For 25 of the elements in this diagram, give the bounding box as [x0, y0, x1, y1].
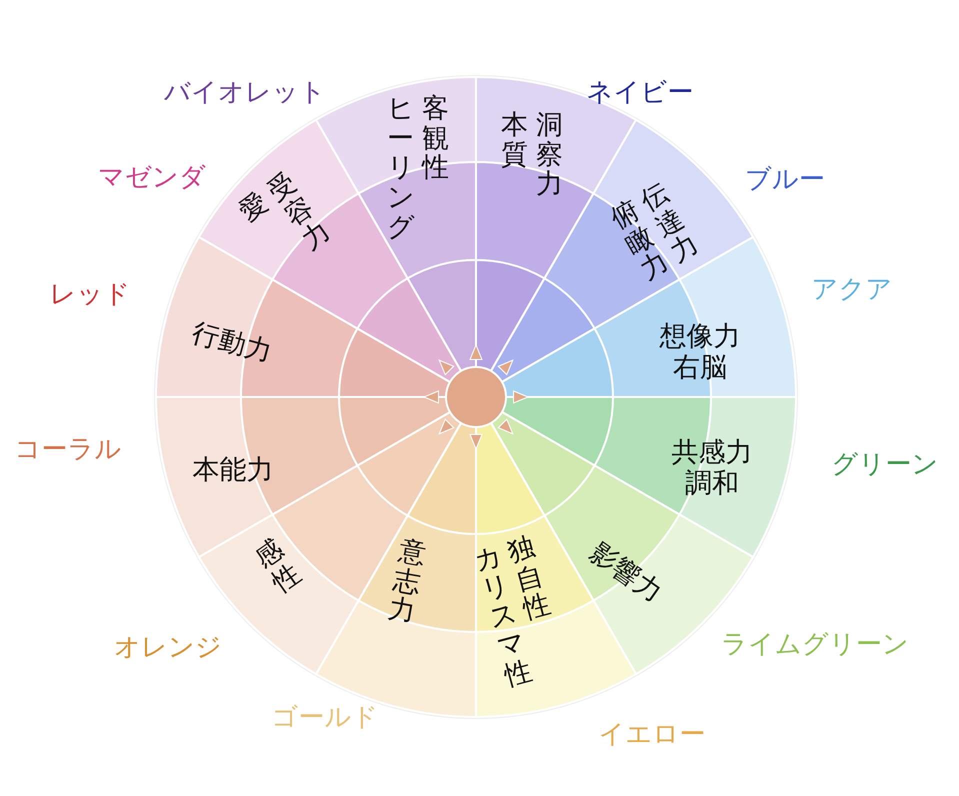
color-name: オレンジ: [114, 632, 222, 664]
segment-label: 本質: [501, 110, 528, 170]
color-name: ライムグリーン: [721, 629, 909, 661]
color-name: コーラル: [14, 434, 122, 466]
segment-label: 行動力: [188, 318, 276, 368]
segment-label: 感性: [250, 534, 306, 598]
color-name: レッド: [50, 279, 130, 311]
color-name: ゴールド: [272, 702, 378, 734]
segment-label: 影響力: [584, 537, 668, 609]
segment-label: 共感力: [672, 436, 752, 468]
segment-label: ヒーリング: [387, 94, 414, 242]
segment-label: 洞察力: [536, 110, 563, 200]
color-name: バイオレット: [164, 77, 326, 109]
color-name: マゼンダ: [98, 162, 206, 194]
segment-label: 想像力: [660, 320, 740, 352]
color-name: ネイビー: [586, 77, 694, 109]
segment-label: 本能力: [192, 454, 274, 486]
segment-label: 意志力: [386, 536, 428, 628]
color-name: ブルー: [745, 164, 825, 196]
color-name: イエロー: [598, 719, 706, 751]
color-name: アクア: [812, 274, 892, 306]
segment-label: 客観性: [422, 94, 449, 183]
segment-label: 右脳: [673, 352, 727, 384]
segment-label: 調和: [685, 468, 739, 500]
color-name: グリーン: [832, 449, 938, 481]
